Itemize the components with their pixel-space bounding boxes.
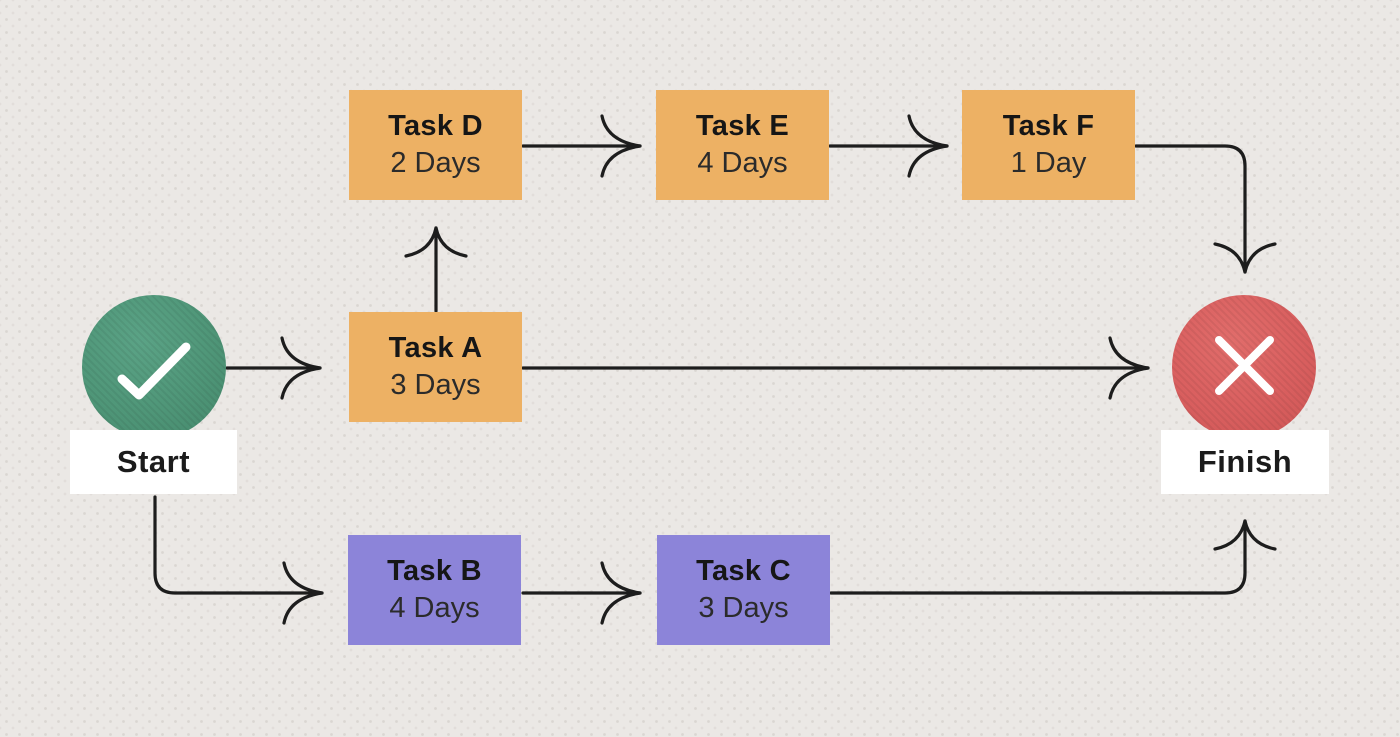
edge-start-task-b [153, 495, 324, 625]
task-name: Task B [387, 555, 482, 587]
start-node [82, 295, 226, 439]
task-name: Task F [1002, 110, 1095, 142]
edge-task-d-task-e [521, 114, 642, 178]
task-name: Task A [388, 332, 483, 364]
task-name: Task E [695, 110, 790, 142]
check-icon [117, 342, 191, 400]
task-box-task-a: Task A 3 Days [349, 312, 522, 422]
finish-label: Finish [1161, 430, 1329, 494]
start-node-texture [82, 295, 226, 439]
edge-task-a-finish [521, 336, 1150, 400]
task-name: Task D [388, 110, 483, 142]
edge-task-c-finish [829, 519, 1277, 595]
task-box-task-f: Task F 1 Day [962, 90, 1135, 200]
task-box-task-e: Task E 4 Days [656, 90, 829, 200]
task-duration: 4 Days [389, 592, 480, 624]
x-icon [1215, 336, 1274, 395]
start-label: Start [70, 430, 237, 494]
task-name: Task C [696, 555, 791, 587]
edge-task-a-task-d [404, 226, 468, 313]
task-duration: 4 Days [697, 147, 788, 179]
edge-start-task-a [225, 336, 322, 400]
start-label-text: Start [116, 444, 191, 479]
task-box-task-c: Task C 3 Days [657, 535, 830, 645]
task-box-task-b: Task B 4 Days [348, 535, 521, 645]
task-duration: 2 Days [390, 147, 481, 179]
finish-node [1172, 295, 1316, 439]
edge-task-b-task-c [521, 561, 642, 625]
edge-task-e-task-f [828, 114, 949, 178]
edge-task-f-finish [1134, 144, 1277, 274]
task-duration: 1 Day [1010, 147, 1087, 179]
task-duration: 3 Days [390, 369, 481, 401]
task-box-task-d: Task D 2 Days [349, 90, 522, 200]
finish-label-text: Finish [1197, 444, 1293, 479]
task-duration: 3 Days [698, 592, 789, 624]
